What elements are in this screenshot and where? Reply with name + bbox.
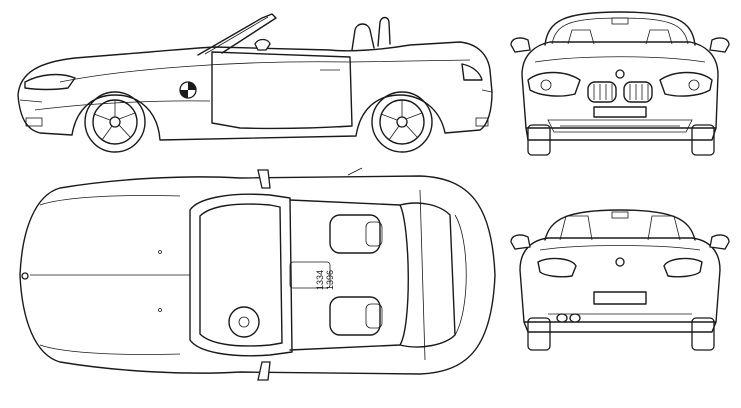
side-view — [17, 13, 493, 153]
front-view — [510, 11, 730, 156]
rear-view — [510, 209, 730, 351]
top-view: 1334 1396 — [19, 167, 496, 381]
track-rear-dimension: 1396 — [325, 270, 335, 290]
front-wheel — [84, 91, 146, 153]
track-front-dimension: 1334 — [315, 270, 325, 290]
rear-wheel — [371, 91, 433, 153]
